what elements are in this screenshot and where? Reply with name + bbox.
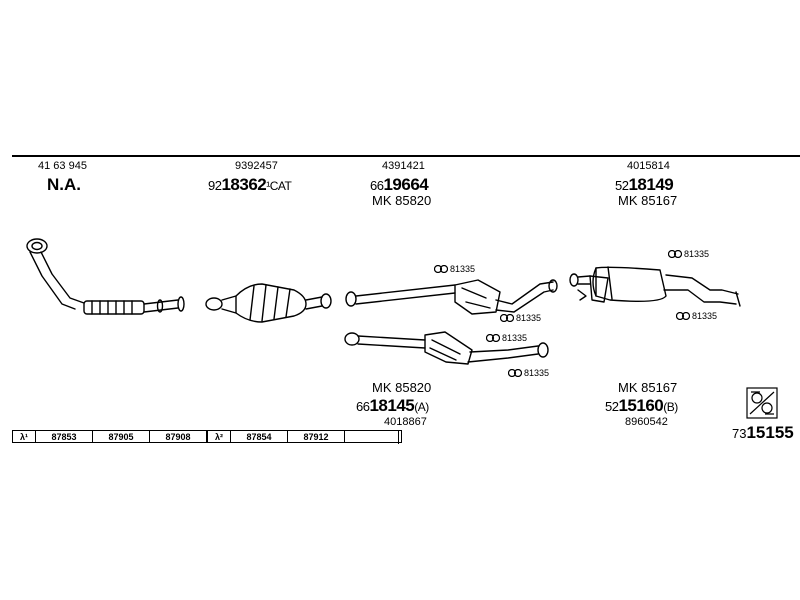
lambda-label-1: λ¹	[12, 430, 36, 443]
top-mk-4: MK 85167	[618, 193, 678, 208]
lambda-cell: 87853	[35, 430, 93, 443]
lambda-label-2: λ²	[207, 430, 231, 443]
clamp-icon	[486, 334, 500, 342]
top-partno-3: 4391421	[382, 160, 425, 172]
intermediate-pipe-top-drawing	[345, 279, 558, 315]
bottom-code-2: 5215160(B)	[605, 396, 678, 415]
top-mk-3: MK 85820	[372, 193, 432, 208]
lambda-cell: 87912	[287, 430, 345, 443]
bottom-code-1: 6618145(A)	[356, 396, 429, 415]
clamp-ref-label: 81335	[692, 311, 718, 321]
clamp-icon	[434, 265, 448, 273]
lambda-cell	[344, 430, 402, 443]
clamp-ref-label: 81335	[524, 368, 550, 378]
final-kit-code: 7315155	[732, 423, 794, 442]
clamp-icon	[508, 369, 522, 377]
clamp-icon	[668, 250, 682, 258]
clamp-ref-label: 81335	[502, 333, 528, 343]
top-code-3: 6619664	[370, 175, 429, 194]
clamp-ref-5: 81335	[668, 249, 709, 259]
clamp-ref-3: 81335	[486, 333, 527, 343]
clamp-icon	[500, 314, 514, 322]
bottom-partno-2: 8960542	[625, 416, 668, 428]
lambda-table-2: λ² 87854 87912	[207, 430, 402, 443]
top-code-1: N.A.	[47, 175, 81, 194]
clamp-icon	[676, 312, 690, 320]
clamp-ref-6: 81335	[676, 311, 717, 321]
top-partno-2: 9392457	[235, 160, 278, 172]
table-end-line	[398, 430, 399, 444]
top-partno-1: 41 63 945	[38, 160, 87, 172]
clamp-ref-2: 81335	[500, 313, 541, 323]
intermediate-pipe-bottom-drawing	[344, 331, 549, 365]
bottom-mk-1: MK 85820	[372, 380, 432, 395]
top-separator-line	[12, 155, 800, 157]
catalytic-converter-drawing	[205, 283, 332, 323]
lambda-cell: 87905	[92, 430, 150, 443]
top-code-2: 9218362¹CAT	[208, 175, 292, 194]
clamp-ref-label: 81335	[450, 264, 476, 274]
clamp-ref-label: 81335	[684, 249, 710, 259]
bottom-mk-2: MK 85167	[618, 380, 678, 395]
lambda-cell: 87908	[149, 430, 207, 443]
lambda-table-1: λ¹ 87853 87905 87908	[12, 430, 207, 443]
clamp-ref-1: 81335	[434, 264, 475, 274]
top-partno-4: 4015814	[627, 160, 670, 172]
clamp-ref-label: 81335	[516, 313, 542, 323]
front-pipe-drawing	[26, 238, 185, 315]
lambda-cell: 87854	[230, 430, 288, 443]
bottom-partno-1: 4018867	[384, 416, 427, 428]
clamp-ref-4: 81335	[508, 368, 549, 378]
top-code-4: 5218149	[615, 175, 674, 194]
rear-muffler-drawing	[569, 266, 741, 307]
parts-bundle-logo-drawing	[746, 387, 778, 419]
